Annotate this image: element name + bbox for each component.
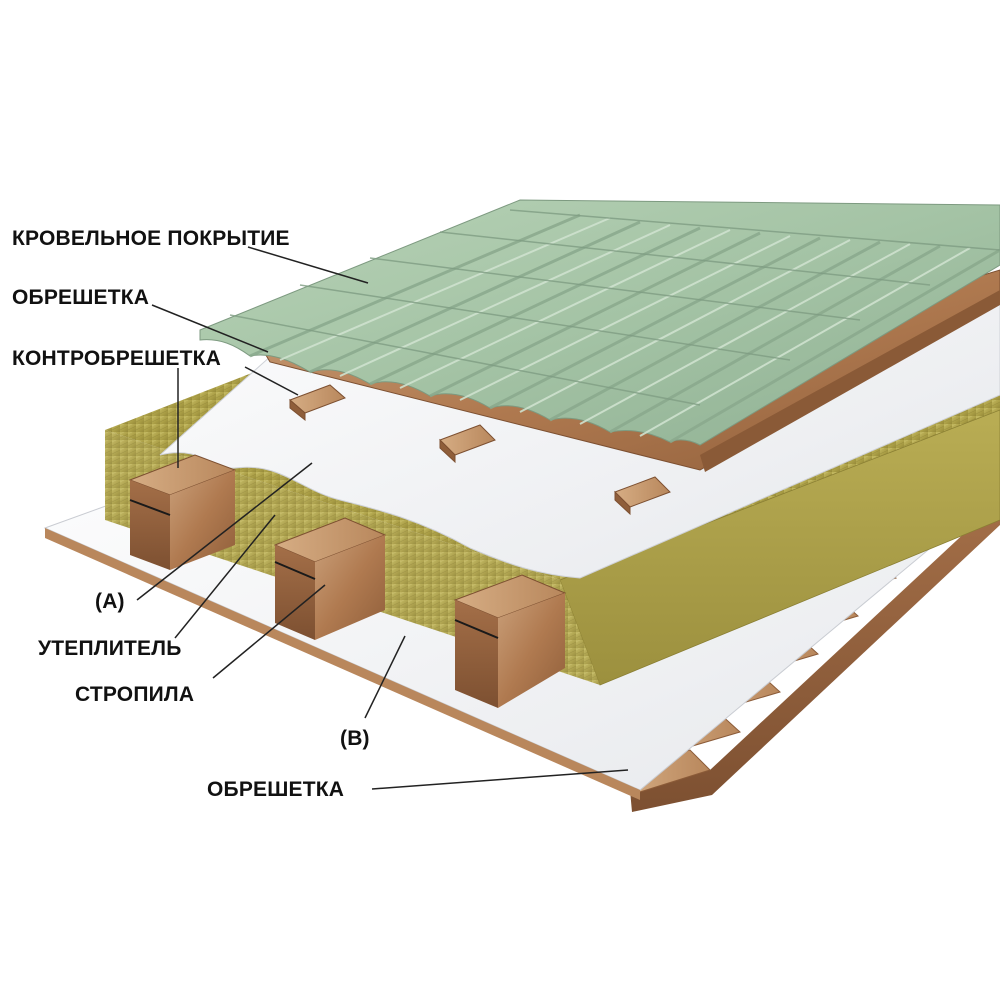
leader-lines — [136, 246, 629, 790]
label-counter-batten: КОНТРОБРЕШЕТКА — [12, 347, 222, 370]
rafter-1 — [128, 454, 237, 570]
label-batten-top: ОБРЕШЕТКА — [12, 286, 150, 309]
rafter-3 — [453, 574, 567, 708]
leader-counter-batten — [244, 366, 299, 396]
leader-batten-bottom — [371, 769, 629, 790]
label-batten-bottom: ОБРЕШЕТКА — [207, 778, 345, 801]
label-rafters: СТРОПИЛА — [75, 683, 195, 706]
rafters — [128, 454, 567, 708]
label-membrane-b: (B) — [340, 727, 370, 750]
leader-roof-covering — [247, 246, 369, 284]
leader-batten-top — [151, 304, 269, 353]
label-roof-covering: КРОВЕЛЬНОЕ ПОКРЫТИЕ — [12, 227, 290, 250]
label-insulation: УТЕПЛИТЕЛЬ — [38, 637, 182, 660]
leader-membrane-a — [136, 462, 313, 601]
leader-insulation — [174, 514, 276, 639]
metal-tile-roof — [199, 199, 1000, 446]
label-membrane-a: (A) — [95, 590, 125, 613]
leader-membrane-b — [364, 635, 406, 719]
rafter-2 — [273, 517, 387, 640]
leader-rafters — [212, 584, 326, 679]
